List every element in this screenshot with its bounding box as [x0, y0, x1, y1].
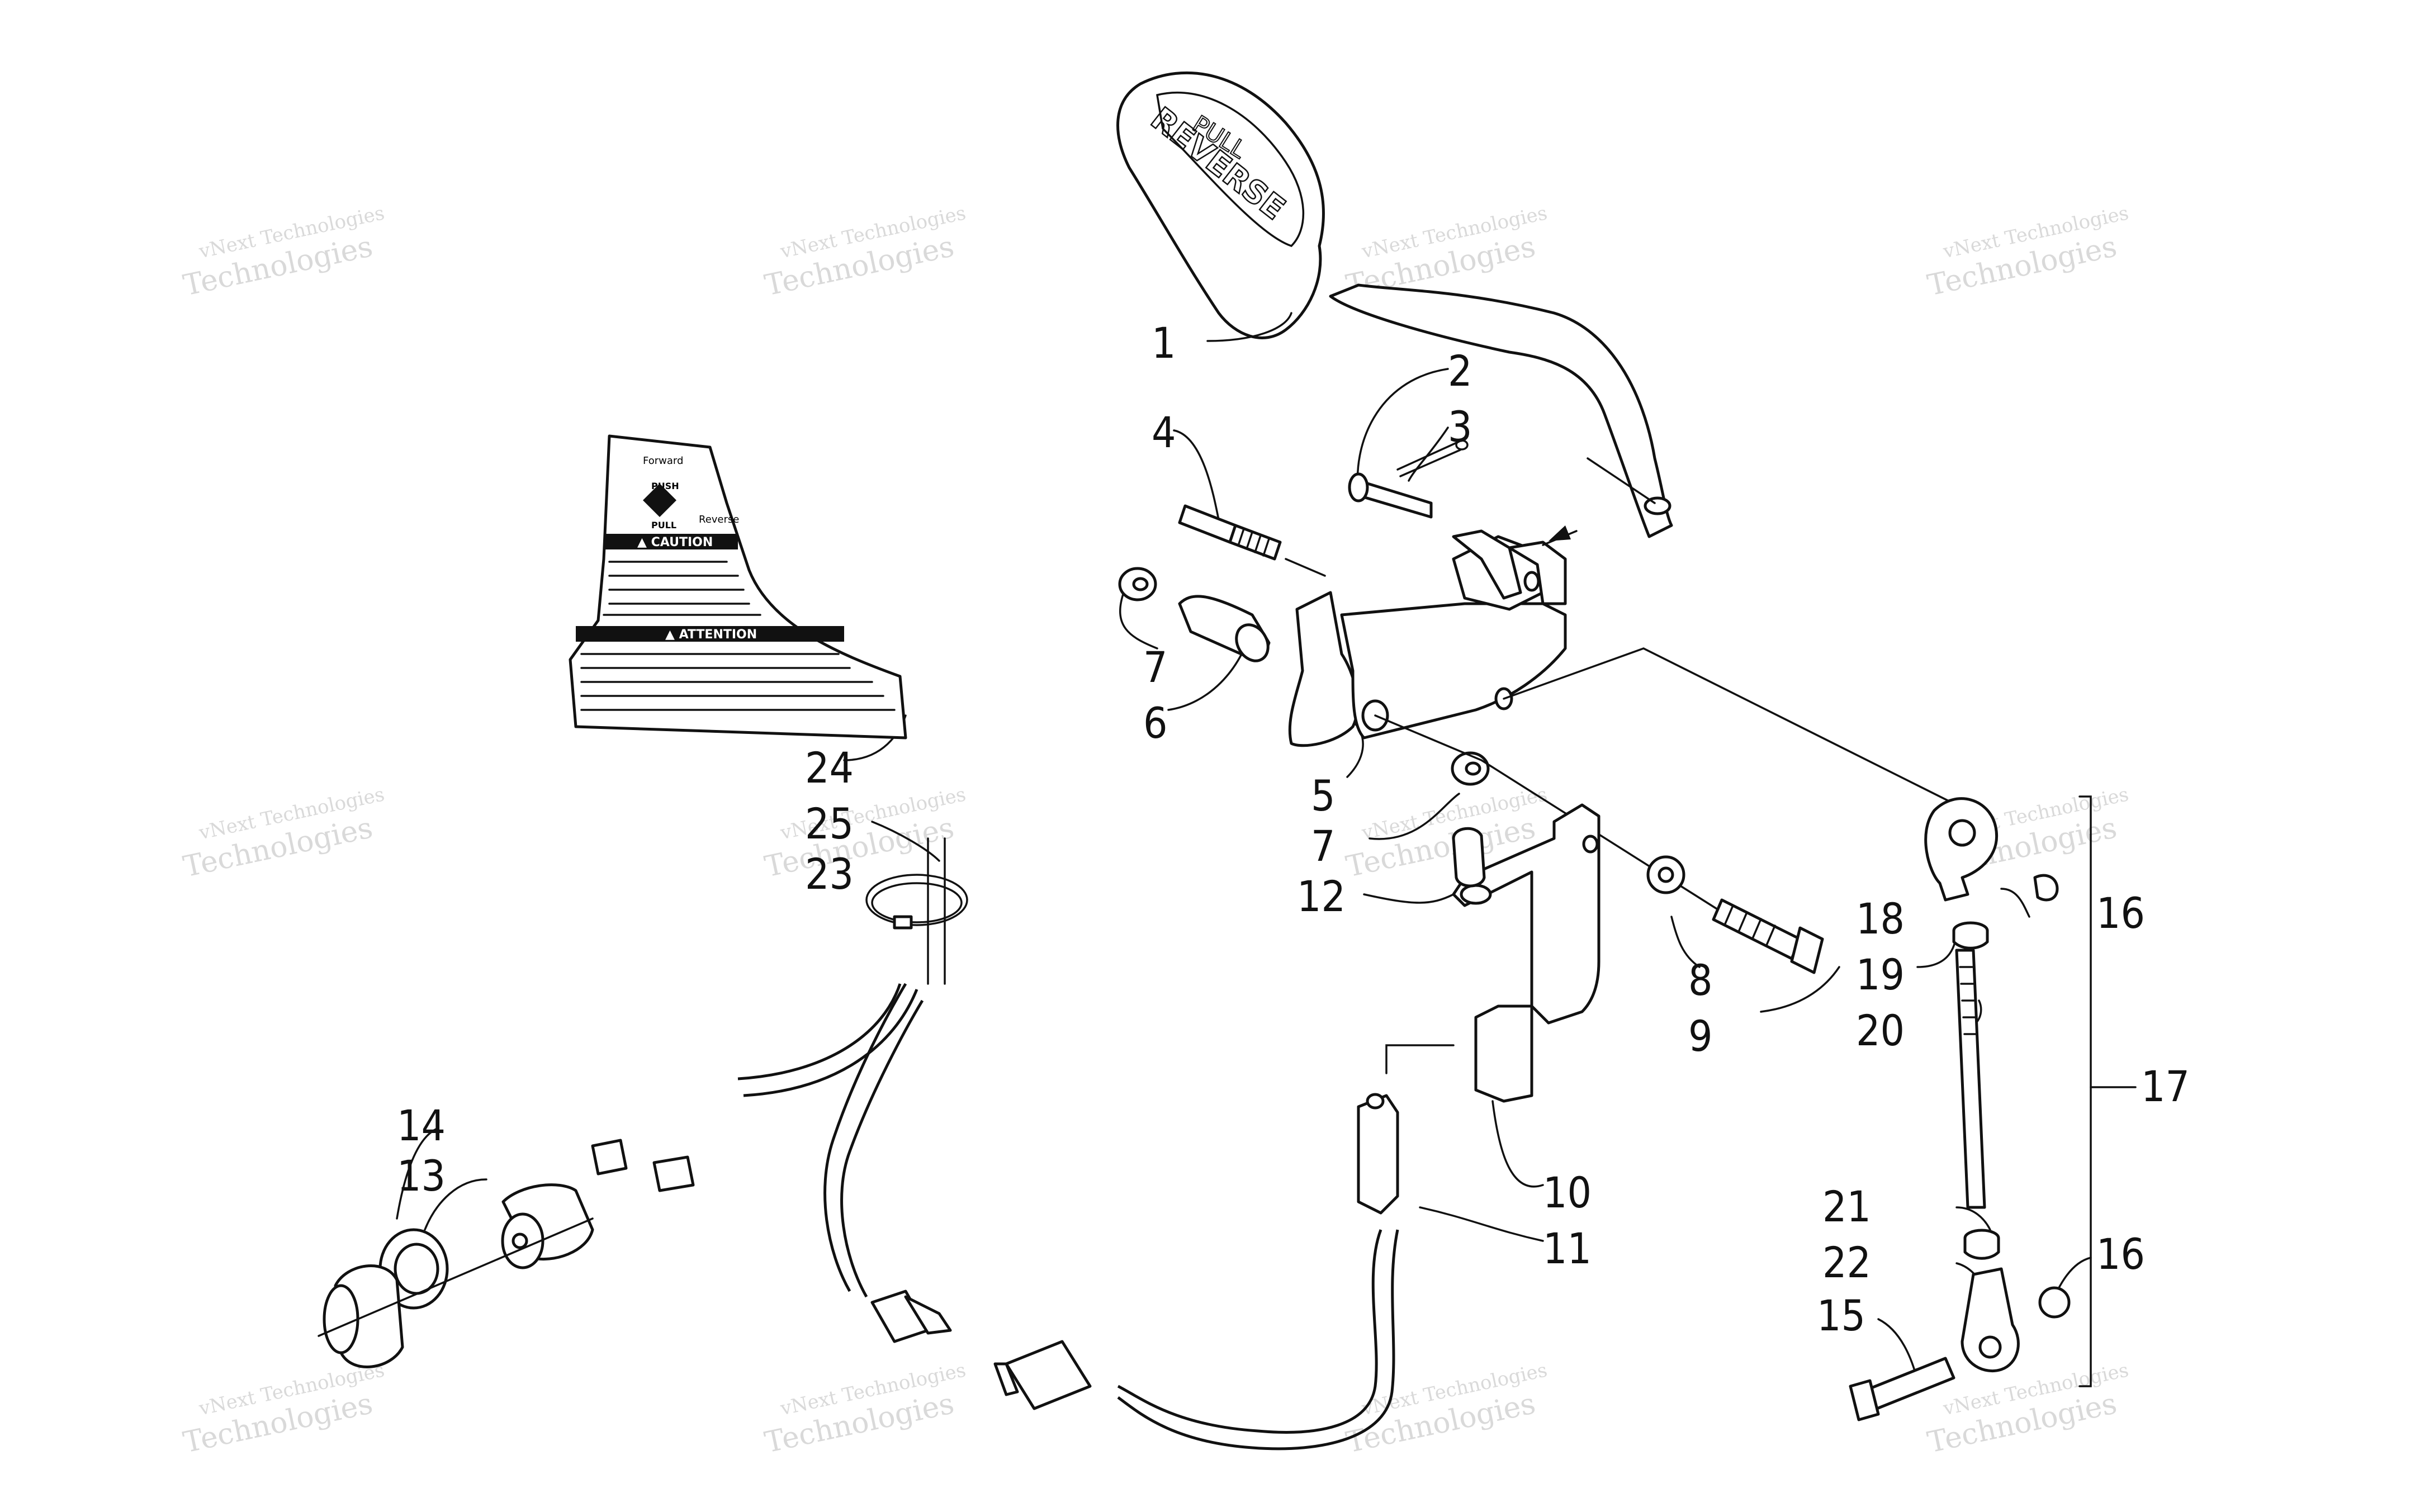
callout-labels: 1 2 3 4 5 6 7 7 8 9 10 11 12 13 14 15 16…	[397, 318, 2190, 1340]
reverse-indicator-light	[501, 1183, 594, 1269]
callout-11: 11	[1543, 1224, 1592, 1273]
callout-22: 22	[1822, 1238, 1871, 1287]
assembly-lines	[1285, 457, 1958, 1074]
tie-rod	[1955, 949, 1986, 1209]
pivot-bolt	[1178, 504, 1282, 561]
callout-23: 23	[805, 849, 854, 899]
lock-nut-lower	[2038, 1286, 2071, 1319]
rod-end-upper	[1924, 797, 2059, 902]
callout-19: 19	[1856, 950, 1905, 999]
warning-decal: Forward PUSH PULL Reverse ▲ CAUTION ▲ AT…	[569, 434, 907, 740]
callout-16a: 16	[2096, 888, 2145, 938]
callout-16b: 16	[2096, 1229, 2145, 1279]
cotter-pin	[1396, 439, 1469, 477]
callout-3: 3	[1448, 402, 1472, 452]
callout-20: 20	[1856, 1006, 1905, 1055]
harness-clamp	[865, 837, 968, 985]
decal-attention-title: ▲ ATTENTION	[665, 628, 757, 642]
connector-inline	[993, 1340, 1092, 1410]
decal-caution-title: ▲ CAUTION	[637, 535, 713, 549]
callout-17: 17	[2141, 1061, 2190, 1111]
callout-7b: 7	[1311, 821, 1336, 871]
callout-2: 2	[1448, 346, 1472, 396]
washer-lower	[1451, 751, 1490, 786]
jam-nut-lower	[1963, 1229, 2000, 1260]
callout-14: 14	[397, 1101, 446, 1150]
bracket-bolt	[1712, 898, 1824, 974]
callout-10: 10	[1543, 1168, 1592, 1217]
washer-upper	[1118, 567, 1157, 601]
safety-switch	[1357, 1093, 1399, 1215]
rod-end-bolt	[1849, 1357, 1955, 1421]
decal-pull: PULL	[651, 520, 676, 530]
callout-9: 9	[1688, 1011, 1713, 1061]
wiring-harness	[737, 983, 1399, 1451]
callout-12: 12	[1297, 871, 1346, 921]
callout-4: 4	[1152, 407, 1176, 457]
callout-13: 13	[397, 1151, 446, 1201]
decal-reverse: Reverse	[699, 514, 739, 525]
switch-bracket	[1452, 803, 1600, 1103]
callout-25: 25	[805, 799, 854, 849]
spade-terminals	[591, 1139, 695, 1192]
callout-6: 6	[1143, 698, 1168, 748]
reverse-handle: PULL REVERSE	[1116, 71, 1673, 538]
indicator-bezel	[318, 1217, 594, 1368]
callout-18: 18	[1856, 894, 1905, 944]
callout-15: 15	[1817, 1291, 1865, 1340]
star-washer	[1646, 855, 1685, 894]
callout-5: 5	[1311, 771, 1336, 821]
decal-forward: Forward	[643, 455, 683, 467]
clevis-pin	[1348, 472, 1433, 519]
callout-7a: 7	[1143, 642, 1168, 692]
rod-end-lower	[1961, 1267, 2020, 1373]
reverse-bracket	[1288, 525, 1578, 747]
connector-2pin	[870, 1290, 952, 1343]
assembly-bracket-17	[2078, 795, 2137, 1387]
switch-plunger	[1452, 827, 1486, 888]
callout-24: 24	[805, 743, 854, 793]
bushing	[1178, 595, 1271, 662]
callout-1: 1	[1152, 318, 1176, 368]
callout-8: 8	[1688, 955, 1713, 1005]
callout-21: 21	[1822, 1182, 1871, 1231]
jam-nut-upper	[1952, 921, 1989, 950]
